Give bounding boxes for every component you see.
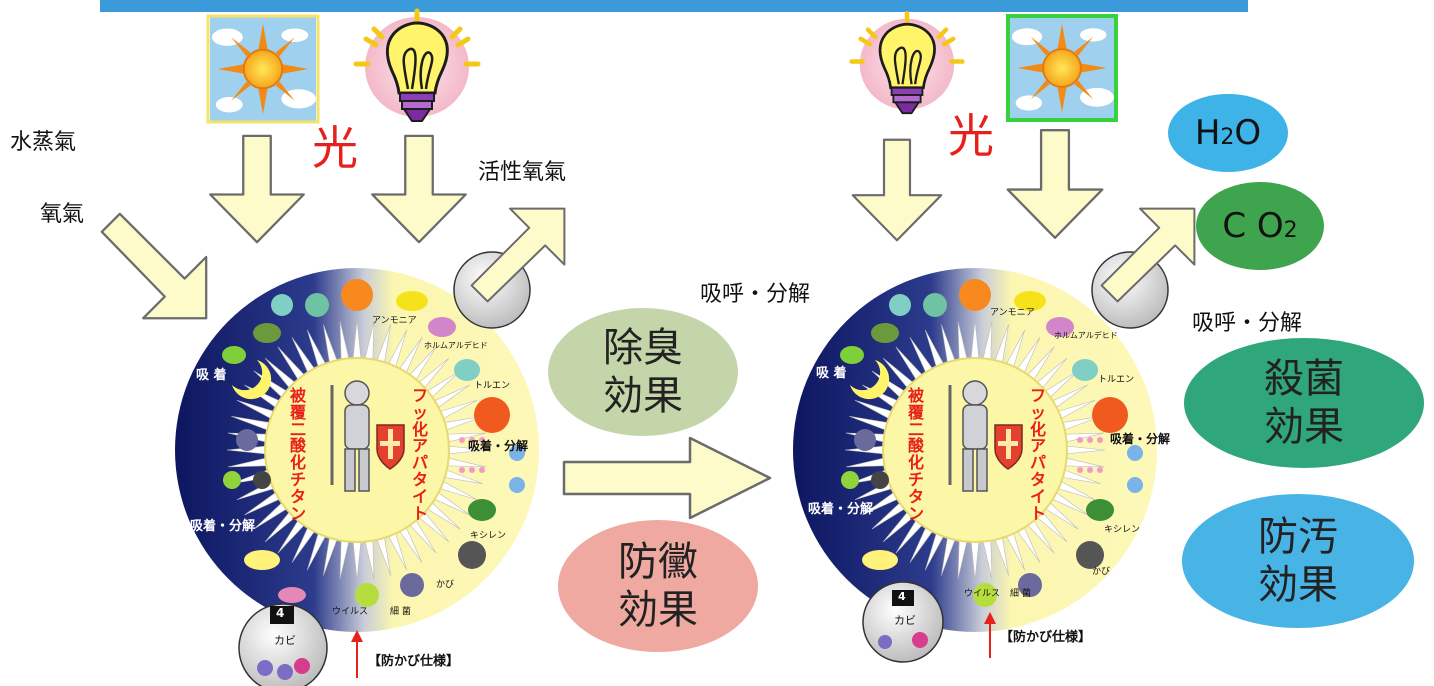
ammonia-label-left: アンモニア	[372, 316, 417, 326]
light-label-right: 光	[948, 109, 994, 163]
formaldehyde-label-left: ホルムアルデヒド	[424, 341, 488, 350]
adsorb-label-left: 吸 着	[196, 368, 227, 383]
antifouling-effect: 防汚効果	[1182, 494, 1414, 628]
sterilize-line1: 殺菌	[1264, 356, 1344, 402]
lightbulb-icon-right	[852, 13, 963, 113]
coated-tio2-text-right: 被覆二酸化チタン	[907, 386, 924, 523]
fluoroapatite-text-left: フッ化アパタイト	[411, 386, 428, 523]
sun-icon	[209, 16, 317, 122]
adsorb-decompose-dark-right: 吸着・分解	[808, 502, 874, 517]
deodorize-line1: 除臭	[603, 325, 683, 371]
breath-decompose-label-right: 吸呼・分解	[1192, 311, 1303, 336]
co2-subscript: 2	[1283, 217, 1298, 243]
xylene-label-left: キシレン	[470, 531, 507, 541]
oxygen-label: 氧氣	[40, 202, 85, 227]
badge-label-right: カビ	[894, 614, 916, 627]
lightbulb-icon	[356, 11, 478, 121]
antimold-effect: 防黴効果	[558, 520, 758, 652]
virus-label-right: ウイルス	[964, 589, 1001, 599]
deodorize-line2: 効果	[603, 373, 683, 419]
toluene-label-left: トルエン	[474, 381, 511, 391]
antimold-line1: 防黴	[618, 539, 698, 585]
active-oxygen-label: 活性氧氣	[478, 160, 567, 185]
formaldehyde-label-right: ホルムアルデヒド	[1054, 331, 1118, 340]
xylene-label-right: キシレン	[1104, 525, 1141, 535]
co2-main: C O	[1222, 206, 1284, 246]
antimold-line2: 効果	[618, 587, 698, 633]
arrow-down-right-2	[1006, 129, 1104, 239]
light-label-left: 光	[312, 121, 358, 175]
adsorb-decompose-light-left: 吸着・分解	[468, 439, 529, 453]
mold-label-right: かび	[1092, 567, 1111, 577]
adsorb-label-right: 吸 着	[816, 366, 847, 381]
arrow-down-left-1	[209, 134, 305, 244]
sun-icon-right	[1009, 16, 1115, 120]
coated-tio2-text-left: 被覆二酸化チタン	[289, 386, 306, 523]
mold-label-left: かび	[436, 580, 455, 590]
toluene-label-right: トルエン	[1098, 375, 1135, 385]
adsorb-decompose-dark-left: 吸着・分解	[190, 519, 256, 534]
h2o-h: H	[1194, 113, 1221, 153]
arrow-down-right-1	[851, 138, 943, 242]
breath-decompose-label-mid: 吸呼・分解	[700, 282, 811, 307]
deodorize-effect: 除臭効果	[548, 308, 738, 436]
antimold-spec-left: 【防かび仕様】	[368, 654, 460, 669]
adsorb-decompose-light-right: 吸着・分解	[1110, 432, 1171, 446]
h2o-subscript: 2	[1220, 124, 1235, 150]
antifouling-line2: 効果	[1258, 562, 1338, 608]
ammonia-label-right: アンモニア	[990, 308, 1035, 318]
bacteria-label-left: 細 菌	[390, 607, 411, 617]
arrow-transition	[562, 436, 772, 520]
badge-number-left: 4	[276, 606, 285, 620]
water-vapor-label: 水蒸氣	[10, 130, 77, 155]
arrow-down-left-2	[371, 134, 467, 244]
sterilize-effect: 殺菌効果	[1184, 338, 1424, 468]
bacteria-label-right: 細 菌	[1010, 589, 1031, 599]
badge-number-right: 4	[898, 590, 906, 603]
antifouling-line1: 防汚	[1258, 514, 1338, 560]
fluoroapatite-text-right: フッ化アパタイト	[1029, 386, 1046, 523]
sterilize-line2: 効果	[1264, 404, 1344, 450]
arrow-oxygen-in	[100, 212, 208, 320]
photocatalyst-wheel-right	[791, 266, 1159, 634]
antimold-spec-right: 【防かび仕様】	[1000, 630, 1092, 645]
top-accent-bar	[100, 0, 1248, 12]
virus-label-left: ウイルス	[332, 607, 369, 617]
badge-label-left: カビ	[274, 634, 296, 647]
h2o-o: O	[1234, 113, 1262, 153]
